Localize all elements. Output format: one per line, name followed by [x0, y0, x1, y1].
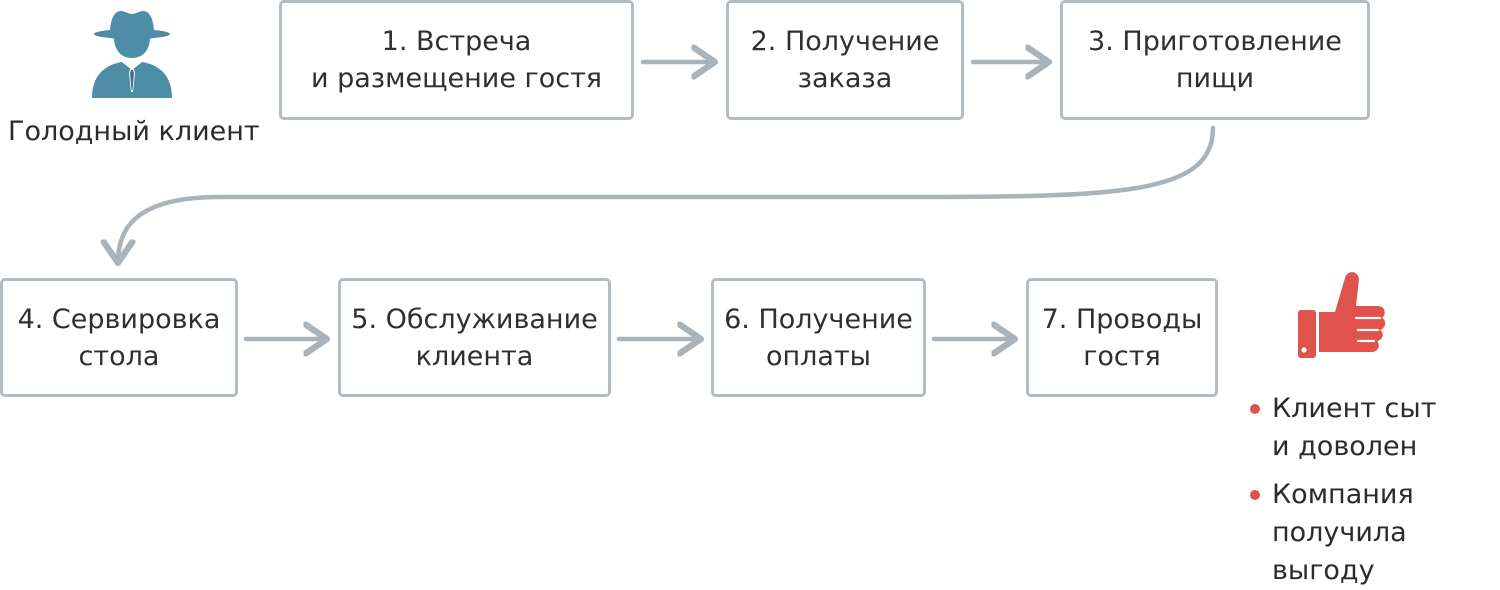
step-3-label: 3. Приготовление пищи: [1088, 26, 1342, 94]
step-7-label: 7. Проводы гостя: [1041, 303, 1203, 372]
bullet-dot-icon: [1250, 404, 1260, 414]
result-item-2: Компания получила выгоду: [1250, 476, 1500, 590]
step-3-box: 3. Приготовление пищи: [1060, 0, 1370, 120]
result-item-1-text: Клиент сыт и доволен: [1272, 393, 1437, 462]
step-5-box: 5. Обслуживание клиента: [338, 278, 611, 397]
result-item-2-text: Компания получила выгоду: [1272, 479, 1414, 586]
client-person-icon: [92, 11, 172, 98]
step-6-label: 6. Получение оплаты: [724, 303, 913, 372]
thumbs-up-icon: [1298, 272, 1386, 358]
step-4-box: 4. Сервировка стола: [0, 278, 238, 397]
step-2-box: 2. Получение заказа: [726, 0, 964, 120]
step-2-label: 2. Получение заказа: [750, 26, 940, 94]
step-5-label: 5. Обслуживание клиента: [351, 303, 598, 372]
step-6-box: 6. Получение оплаты: [711, 278, 926, 397]
step-1-box: 1. Встреча и размещение гостя: [279, 0, 634, 120]
flow-connectors: [0, 0, 1216, 549]
step-4-label: 4. Сервировка стола: [17, 303, 221, 372]
bullet-dot-icon: [1250, 490, 1260, 500]
result-item-1: Клиент сыт и доволен: [1250, 390, 1436, 466]
step-1-label: 1. Встреча и размещение гостя: [310, 26, 603, 94]
arrow-step3-to-step4: [118, 125, 1216, 262]
step-7-box: 7. Проводы гостя: [1026, 278, 1218, 397]
client-label: Голодный клиент: [8, 116, 260, 147]
